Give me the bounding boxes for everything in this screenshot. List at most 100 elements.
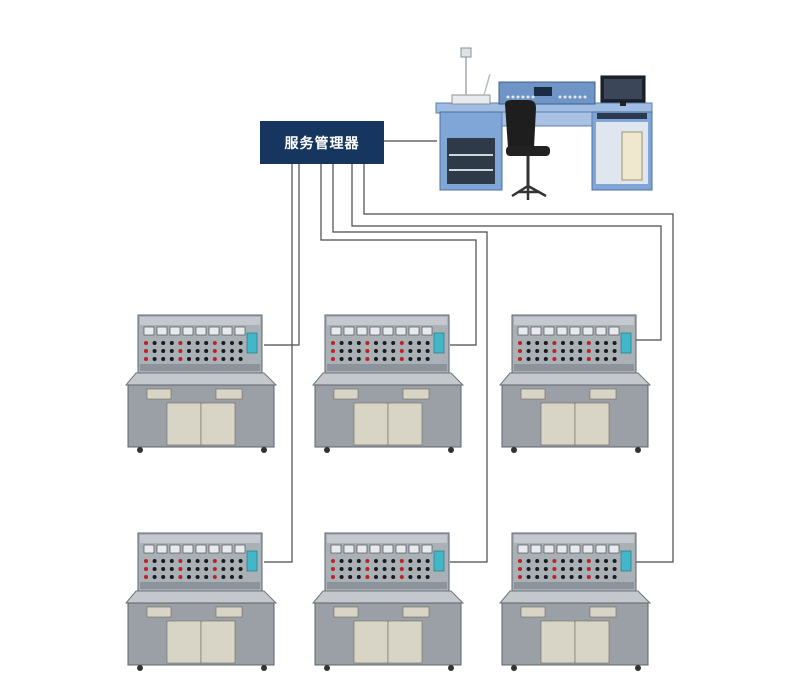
bench-4-door-left — [166, 620, 202, 664]
bench-3-meter — [608, 326, 620, 336]
bench-1-meter — [169, 326, 181, 336]
bench-6-door-left — [540, 620, 576, 664]
bench-6-terminal — [535, 575, 540, 579]
bench-6-meter — [530, 544, 542, 554]
bench-5-wheel-right — [448, 665, 454, 671]
bench-6-terminal — [552, 567, 557, 571]
instrument-knob — [583, 95, 587, 99]
bench-4-panel-header — [140, 535, 260, 543]
bench-4-terminal — [161, 567, 166, 571]
bench-1-meter — [156, 326, 168, 336]
instrument-knob — [516, 95, 520, 99]
bench-1-terminal — [221, 357, 226, 361]
bench-2-display — [433, 332, 445, 354]
bench-2-panel-header — [327, 317, 447, 325]
bench-2-terminal — [339, 349, 344, 353]
bench-2-door-left — [353, 402, 389, 446]
bench-2-terminal — [382, 349, 387, 353]
chair-back — [505, 100, 536, 148]
bench-4-terminal — [212, 567, 217, 571]
bench-4-terminal — [152, 567, 157, 571]
bench-5-terminal — [356, 559, 361, 563]
bench-4-display — [246, 550, 258, 572]
bench-5-meter — [330, 544, 342, 554]
bench-3-terminal — [543, 357, 548, 361]
bench-4-desk — [124, 590, 278, 604]
bench-5-terminal — [382, 559, 387, 563]
bench-6-terminal — [604, 567, 608, 571]
bench-3-terminal — [586, 349, 591, 353]
bench-4-terminal — [169, 575, 174, 579]
bench-3-terminal — [543, 349, 548, 353]
bench-1-meter — [208, 326, 220, 336]
bench-4-terminal — [144, 575, 148, 579]
bench-1-panel-header — [140, 317, 260, 325]
bench-6-terminal — [578, 567, 583, 571]
bench-1-terminal — [204, 349, 209, 353]
bench-3-terminal — [543, 341, 548, 345]
bench-3-terminal — [561, 357, 565, 361]
bench-3-terminal — [526, 357, 531, 361]
bench-2-terminal — [365, 341, 370, 345]
bench-1-door-right — [200, 402, 236, 446]
bench-5-terminal — [365, 575, 370, 579]
workbench-bench-3 — [498, 314, 652, 453]
bench-5-meter — [369, 544, 381, 554]
bench-6-terminal — [561, 567, 565, 571]
bench-3-terminal — [535, 349, 540, 353]
bench-4-terminal — [238, 567, 243, 571]
instrument-knob — [506, 95, 510, 99]
bench-2-terminal — [374, 349, 378, 353]
bench-5-terminal — [399, 567, 404, 571]
bench-3-drawer-left — [520, 388, 546, 400]
bench-6-terminal — [552, 575, 557, 579]
bench-2-terminal — [399, 341, 404, 345]
instrument-display — [534, 87, 552, 96]
bench-1-terminal — [161, 357, 166, 361]
bench-3-terminal — [595, 357, 600, 361]
bench-5-meter — [395, 544, 407, 554]
bench-3-wheel-right — [635, 447, 641, 453]
bench-1-panel-strip — [140, 364, 260, 371]
bench-5-terminal — [417, 567, 421, 571]
bench-6-drawer-right — [589, 606, 617, 618]
bench-4-terminal — [169, 559, 174, 563]
bench-5-terminal — [348, 575, 353, 579]
bench-4-terminal — [230, 575, 234, 579]
bench-5-terminal — [339, 567, 344, 571]
bench-3-terminal — [552, 341, 557, 345]
bench-6-meter — [595, 544, 607, 554]
bench-1-terminal — [169, 341, 174, 345]
bench-3-meter — [530, 326, 542, 336]
bench-1-terminal — [230, 349, 234, 353]
bench-4-drawer-right — [215, 606, 243, 618]
bench-6-meter — [569, 544, 581, 554]
connection-line-7 — [363, 164, 674, 563]
bench-4-terminal — [169, 567, 174, 571]
bench-6-drawer-left — [520, 606, 546, 618]
bench-5-terminal — [417, 575, 421, 579]
bench-5-terminal — [348, 567, 353, 571]
bench-3-display — [620, 332, 632, 354]
bench-3-meter — [556, 326, 568, 336]
bench-4-meter — [169, 544, 181, 554]
bench-1-terminal — [161, 341, 166, 345]
visualizer-base — [451, 94, 491, 105]
instrument-knob — [563, 95, 567, 99]
bench-6-terminal — [526, 567, 531, 571]
bench-1-meter — [182, 326, 194, 336]
bench-5-terminal — [399, 575, 404, 579]
bench-2-terminal — [382, 357, 387, 361]
bench-6-terminal — [569, 567, 574, 571]
bench-5-meter — [356, 544, 368, 554]
bench-2-terminal — [408, 357, 413, 361]
bench-6-display — [620, 550, 632, 572]
bench-2-drawer-left — [333, 388, 359, 400]
bench-1-desk — [124, 372, 278, 386]
bench-4-terminal — [161, 575, 166, 579]
bench-5-terminal — [374, 567, 378, 571]
bench-2-terminal — [425, 349, 430, 353]
